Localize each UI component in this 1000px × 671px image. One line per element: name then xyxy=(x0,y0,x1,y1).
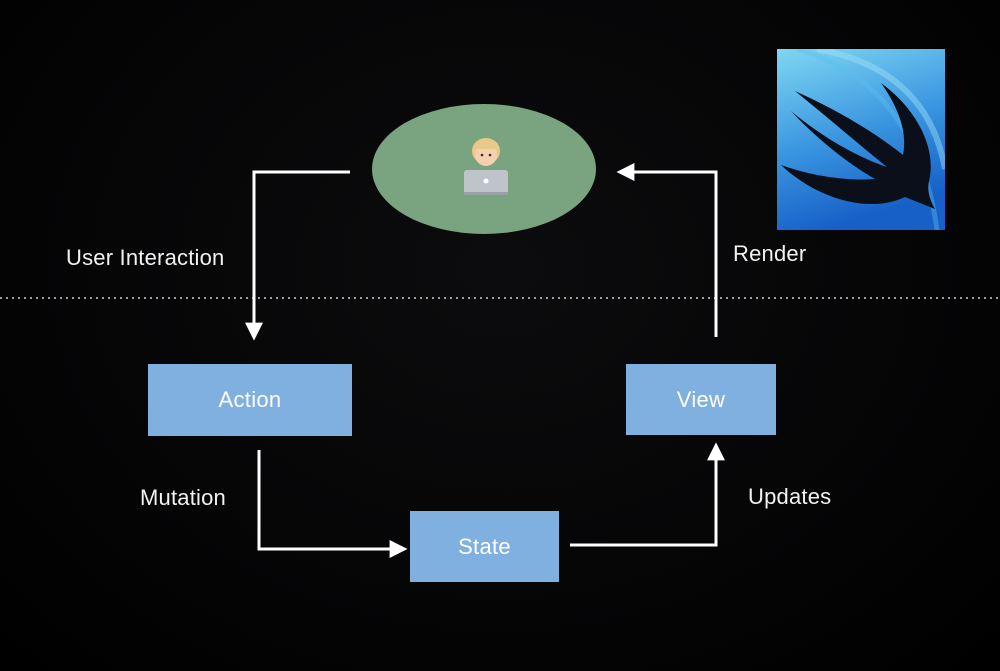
user-interaction-label: User Interaction xyxy=(66,245,225,270)
render-label: Render xyxy=(733,241,807,266)
action-node: Action xyxy=(148,364,352,436)
mutation-label: Mutation xyxy=(140,485,226,510)
state-node: State xyxy=(410,511,559,582)
user-node xyxy=(372,104,596,234)
mutation-arrow xyxy=(257,450,408,558)
user-interaction-arrow xyxy=(245,170,350,341)
render-arrow xyxy=(616,163,718,337)
view-node: View xyxy=(626,364,776,435)
updates-label: Updates xyxy=(748,484,832,509)
person-with-laptop-icon xyxy=(464,138,508,195)
swift-bird-icon xyxy=(777,49,945,230)
updates-arrow xyxy=(570,442,725,547)
